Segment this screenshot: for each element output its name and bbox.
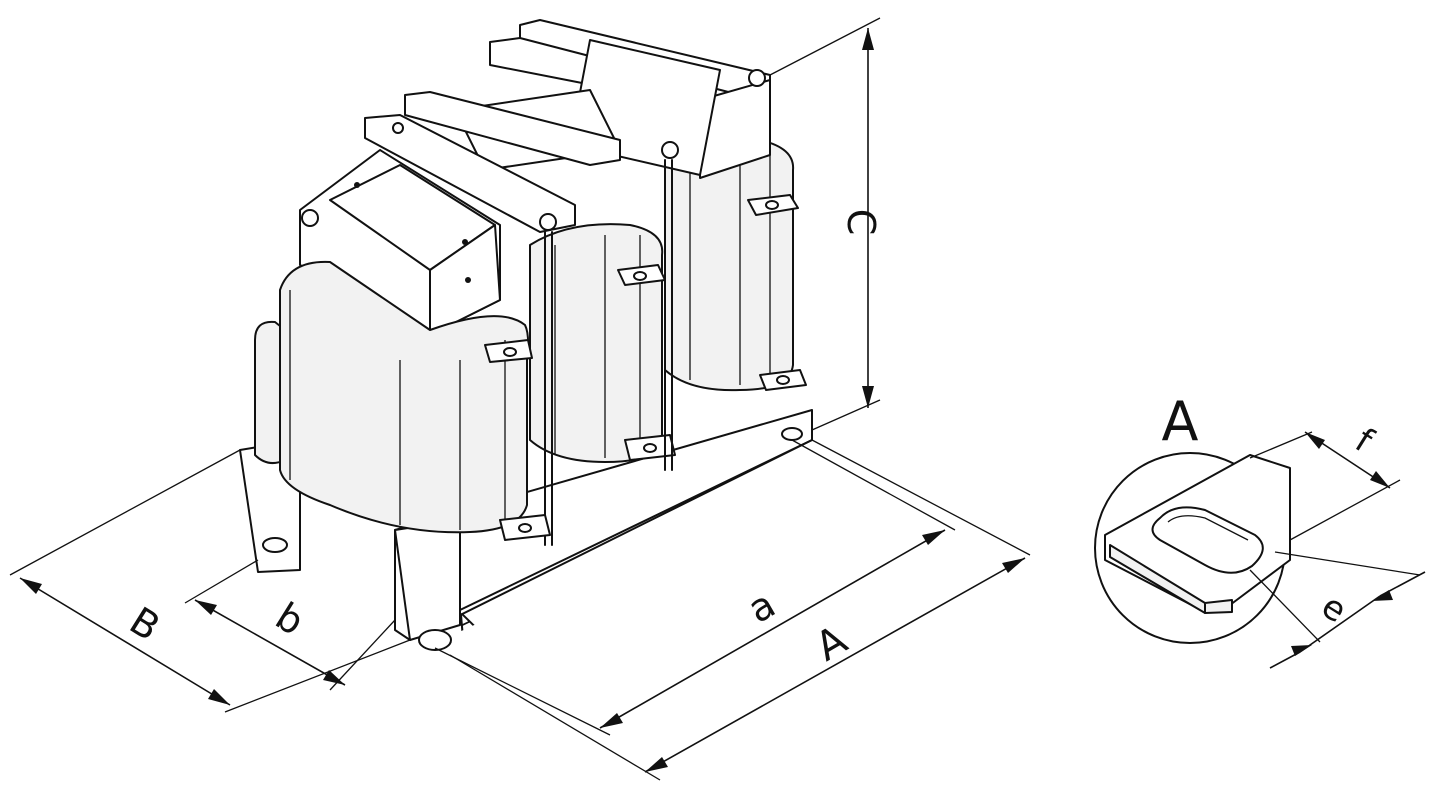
coil-back: [664, 138, 807, 392]
coil-front: [254, 260, 551, 541]
dimension-b-inner: b: [184, 559, 396, 691]
dimension-a-inner-label: a: [740, 582, 782, 632]
dimension-a-label: A: [808, 617, 855, 671]
detail-marker-label: A: [453, 608, 477, 637]
mounting-hole: [418, 629, 452, 651]
lifting-hole: [748, 69, 766, 87]
dimension-b-inner-label: b: [268, 594, 312, 644]
dimension-a-inner: a: [434, 439, 956, 736]
mounting-hole: [262, 537, 288, 553]
dimension-e-label: e: [1314, 586, 1353, 631]
dimension-c-label: C: [839, 209, 883, 236]
dimension-b-label: B: [122, 598, 167, 649]
dimension-a: A: [449, 439, 1031, 781]
base-rail: [239, 409, 813, 651]
dimension-c: C: [769, 17, 883, 431]
coil-middle: [529, 223, 676, 463]
mounting-slot: [1151, 506, 1264, 574]
mounting-hole: [781, 427, 803, 441]
lifting-hole: [301, 209, 319, 227]
top-yoke: [299, 19, 771, 546]
dimension-f-label: f: [1348, 421, 1380, 462]
detail-a: A f e: [1094, 390, 1426, 669]
detail-a-title: A: [1162, 390, 1199, 453]
